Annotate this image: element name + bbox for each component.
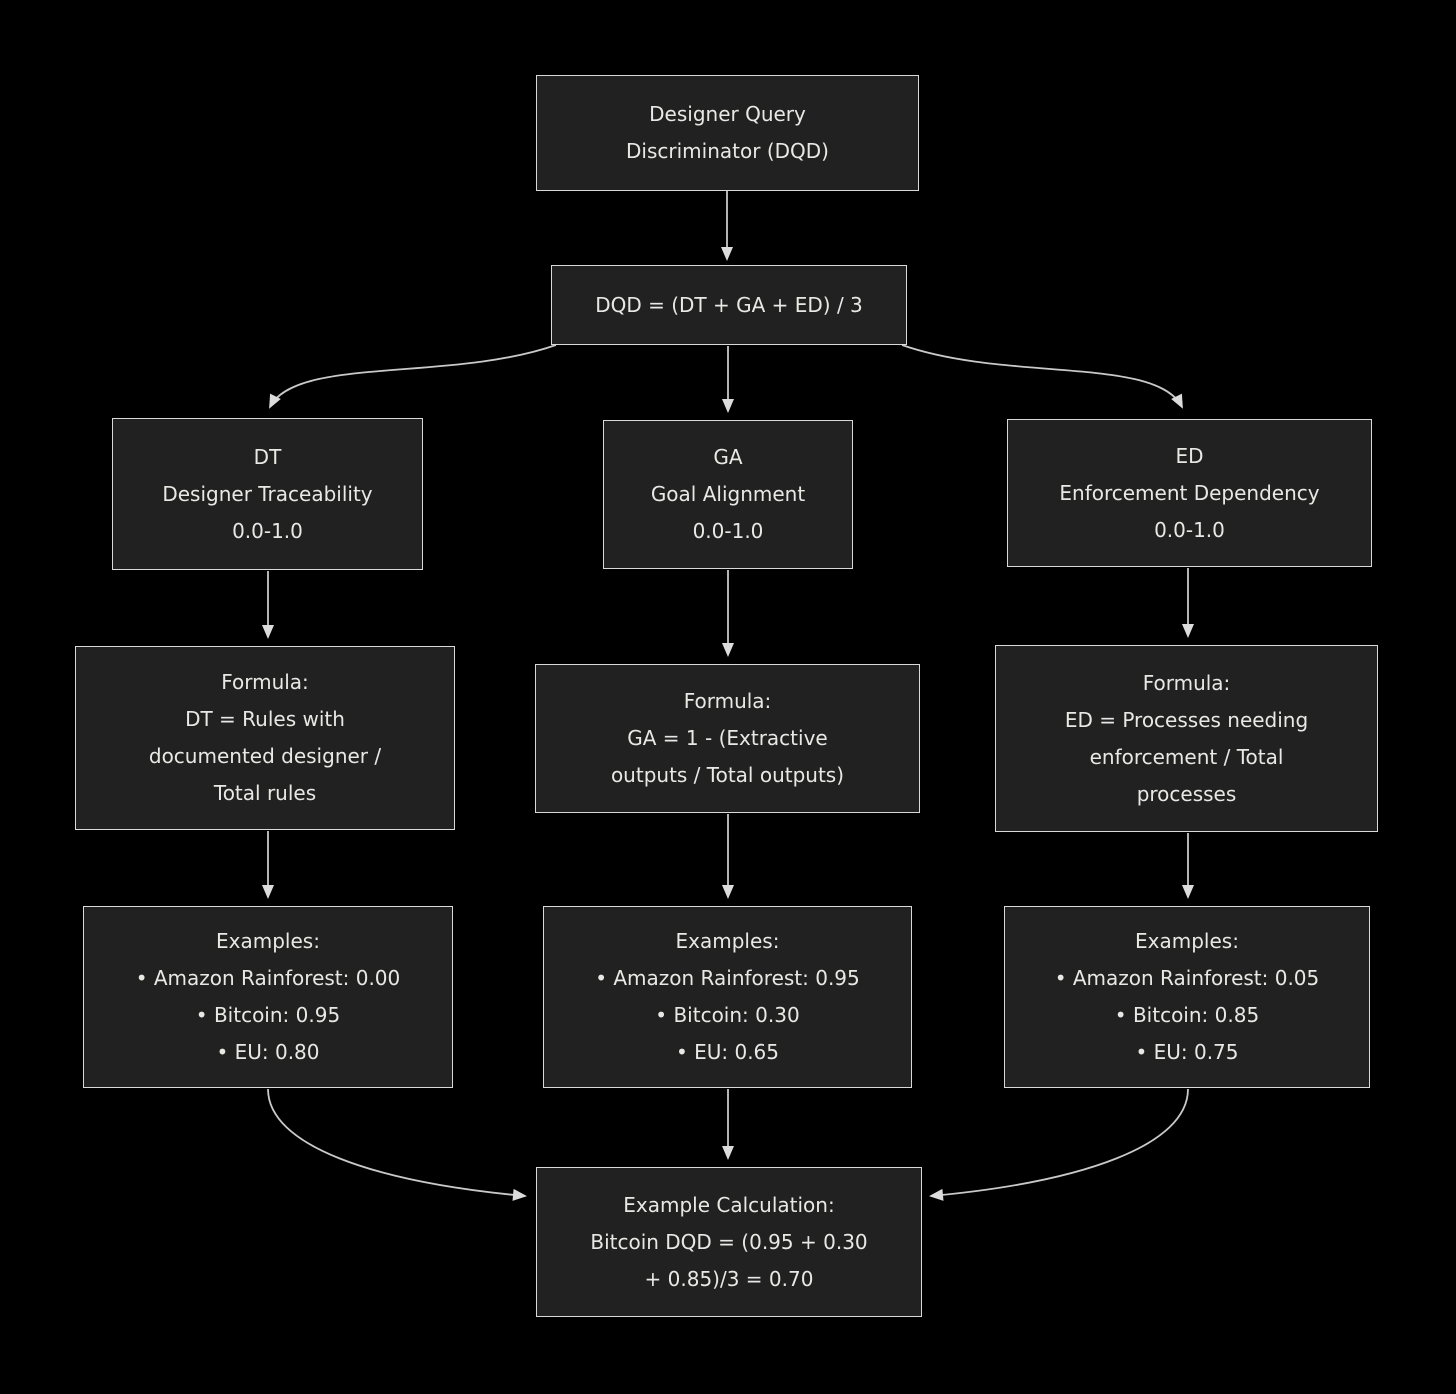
arrow-ed-examples-to-result: [929, 1088, 1189, 1201]
node-ga-formula-label: Formula: GA = 1 - (Extractive outputs / …: [610, 689, 845, 787]
node-root: Designer Query Discriminator (DQD): [536, 75, 919, 191]
arrow-formula-to-ed: [901, 344, 1183, 409]
node-dqd-formula-label: DQD = (DT + GA + ED) / 3: [595, 292, 863, 317]
node-ga-label: GA Goal Alignment 0.0-1.0: [650, 445, 806, 543]
arrow-dt-examples-to-result: [267, 1088, 527, 1201]
node-root-label: Designer Query Discriminator (DQD): [626, 102, 829, 163]
arrow-formula-to-dt: [269, 344, 557, 409]
node-ed-formula: Formula: ED = Processes needing enforcem…: [995, 645, 1378, 832]
node-dt-formula-label: Formula: DT = Rules with documented desi…: [148, 670, 382, 805]
node-dt-examples-label: Examples: • Amazon Rainforest: 0.00 • Bi…: [135, 929, 401, 1064]
node-dqd-formula: DQD = (DT + GA + ED) / 3: [551, 265, 907, 345]
node-ed: ED Enforcement Dependency 0.0-1.0: [1007, 419, 1372, 567]
node-dt-examples: Examples: • Amazon Rainforest: 0.00 • Bi…: [83, 906, 453, 1088]
node-ed-examples: Examples: • Amazon Rainforest: 0.05 • Bi…: [1004, 906, 1370, 1088]
node-ga-formula: Formula: GA = 1 - (Extractive outputs / …: [535, 664, 920, 813]
node-ed-label: ED Enforcement Dependency 0.0-1.0: [1059, 443, 1320, 542]
node-dt-label: DT Designer Traceability 0.0-1.0: [162, 444, 373, 543]
node-ed-formula-label: Formula: ED = Processes needing enforcem…: [1064, 670, 1309, 806]
node-ed-examples-label: Examples: • Amazon Rainforest: 0.05 • Bi…: [1054, 929, 1320, 1064]
node-ga: GA Goal Alignment 0.0-1.0: [603, 420, 853, 569]
node-result: Example Calculation: Bitcoin DQD = (0.95…: [536, 1167, 922, 1317]
node-ga-examples-label: Examples: • Amazon Rainforest: 0.95 • Bi…: [595, 929, 860, 1064]
node-dt: DT Designer Traceability 0.0-1.0: [112, 418, 423, 570]
node-dt-formula: Formula: DT = Rules with documented desi…: [75, 646, 455, 830]
node-result-label: Example Calculation: Bitcoin DQD = (0.95…: [590, 1192, 868, 1291]
node-ga-examples: Examples: • Amazon Rainforest: 0.95 • Bi…: [543, 906, 912, 1088]
